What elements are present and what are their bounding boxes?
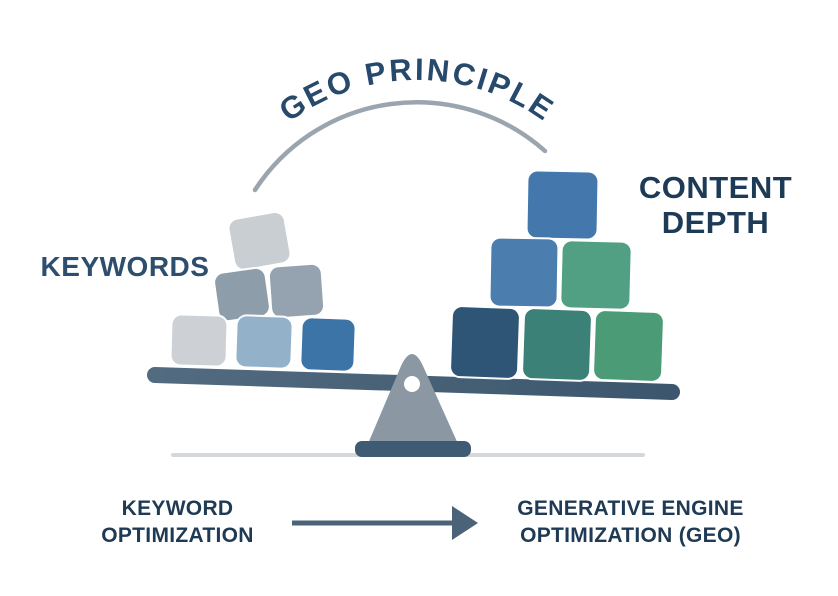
content-depth-block-bottom-left (450, 306, 520, 379)
generative-engine-optimization-label: GENERATIVE ENGINE OPTIMIZATION (GEO) (517, 497, 744, 547)
fulcrum-pivot-hole (404, 376, 420, 392)
keyword-optimization-label: KEYWORD OPTIMIZATION (101, 497, 254, 547)
content-depth-block-mid-left (490, 238, 558, 307)
content-depth-block-mid-right (561, 241, 631, 309)
transition-arrow (292, 506, 478, 540)
keywords-block-bottom-left (171, 315, 227, 366)
content-depth-block-top (527, 171, 598, 239)
keywords-label: KEYWORDS (40, 251, 210, 282)
content-depth-label: CONTENT DEPTH (638, 170, 793, 240)
arrow-head-icon (452, 506, 478, 540)
connector-arc (252, 100, 548, 193)
keywords-block-bottom-right (301, 318, 355, 371)
content-depth-block-bottom-middle (522, 308, 592, 381)
content-depth-block-bottom-right (593, 310, 664, 382)
keywords-block-mid-right (269, 264, 324, 318)
keywords-block-mid-left (213, 267, 271, 322)
keywords-block-top (228, 211, 291, 271)
fulcrum-base (355, 441, 471, 457)
fulcrum-triangle (367, 354, 459, 446)
diagram-title: GEO PRINCIPLE (273, 52, 561, 129)
keywords-block-bottom-middle (236, 316, 292, 368)
